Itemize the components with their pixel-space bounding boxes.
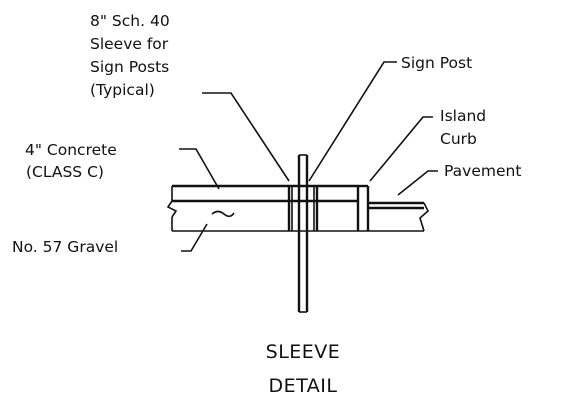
sleeve-callout-line-2: Sleeve for [90, 35, 169, 53]
pavement-label: Pavement [444, 162, 521, 180]
concrete-line-1: 4" Concrete [25, 141, 117, 159]
sign-post-leader [308, 61, 397, 182]
sleeve-callout: 8" Sch. 40 Sleeve for Sign Posts (Typica… [90, 12, 170, 99]
island-curb-callout: Island Curb [440, 107, 486, 148]
concrete-callout: 4" Concrete (CLASS C) [25, 141, 117, 181]
gravel-layer [171, 210, 368, 232]
sign-post-label: Sign Post [401, 54, 472, 72]
concrete-line-2: (CLASS C) [26, 163, 104, 181]
detail-title-line-1: SLEEVE [266, 341, 341, 363]
sign-post [297, 154, 309, 313]
gravel-label: No. 57 Gravel [12, 238, 118, 256]
island-curb-line-1: Island [440, 107, 486, 125]
island-curb [356, 184, 370, 231]
sleeve-pipe [287, 186, 319, 231]
island-curb-leader [369, 116, 433, 182]
sleeve-callout-line-1: 8" Sch. 40 [90, 12, 170, 30]
sleeve-leader [202, 92, 290, 182]
sleeve-callout-line-4: (Typical) [90, 81, 155, 99]
detail-title-line-2: DETAIL [269, 375, 338, 397]
concrete-slab [166, 184, 358, 218]
concrete-leader [179, 148, 220, 190]
island-curb-line-2: Curb [440, 130, 477, 148]
sleeve-callout-line-3: Sign Posts [90, 58, 169, 76]
gravel-leader [181, 223, 208, 252]
pavement-section [368, 201, 429, 232]
pavement-leader [397, 170, 438, 196]
